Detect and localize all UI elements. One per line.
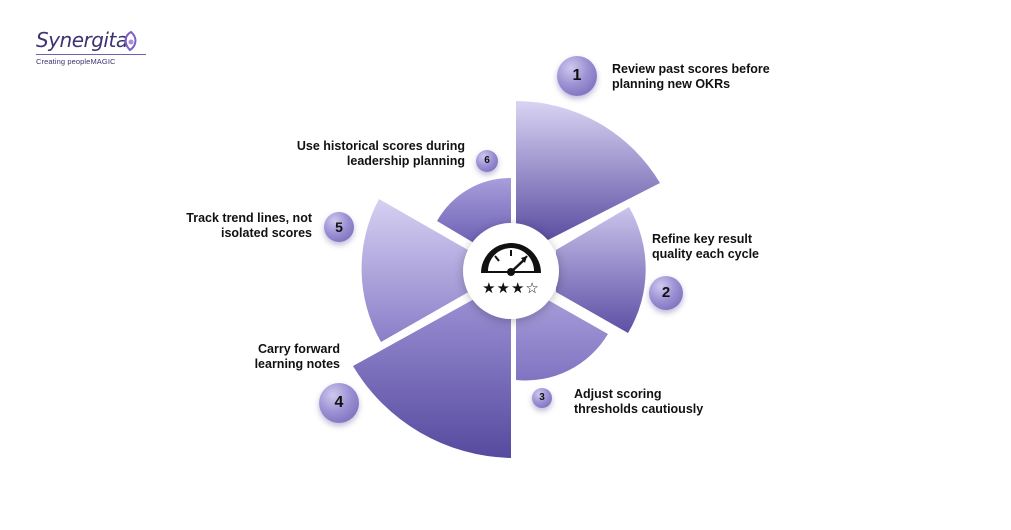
step-label-4: Carry forward learning notes — [254, 342, 340, 371]
step-label-1: Review past scores before planning new O… — [612, 62, 770, 91]
segment-4 — [353, 298, 511, 458]
rating-stars: ★★★☆ — [482, 279, 540, 297]
brand-name: Synergita — [36, 28, 128, 52]
segment-3 — [516, 300, 608, 381]
step-badge-4: 4 — [319, 383, 359, 423]
step-label-2: Refine key result quality each cycle — [652, 232, 760, 261]
step-badge-1: 1 — [557, 56, 597, 96]
step-badge-2: 2 — [649, 276, 683, 310]
gauge-icon — [481, 243, 541, 276]
step-badge-6: 6 — [476, 150, 498, 172]
step-badge-3: 3 — [532, 388, 552, 408]
segment-2 — [556, 207, 646, 333]
brand-tagline: Creating peopleMAGIC — [36, 54, 146, 66]
brand-mark-icon — [124, 30, 137, 52]
step-badge-5: 5 — [324, 212, 354, 242]
segment-1 — [516, 101, 660, 240]
step-label-6: Use historical scores during leadership … — [296, 139, 465, 168]
step-label-3: Adjust scoring thresholds cautiously — [574, 387, 704, 416]
step-label-5: Track trend lines, not isolated scores — [186, 211, 312, 240]
brand-logo: Synergita Creating peopleMAGIC — [36, 28, 146, 66]
segment-5 — [361, 199, 472, 342]
center-badge: ★★★☆ — [463, 223, 559, 319]
